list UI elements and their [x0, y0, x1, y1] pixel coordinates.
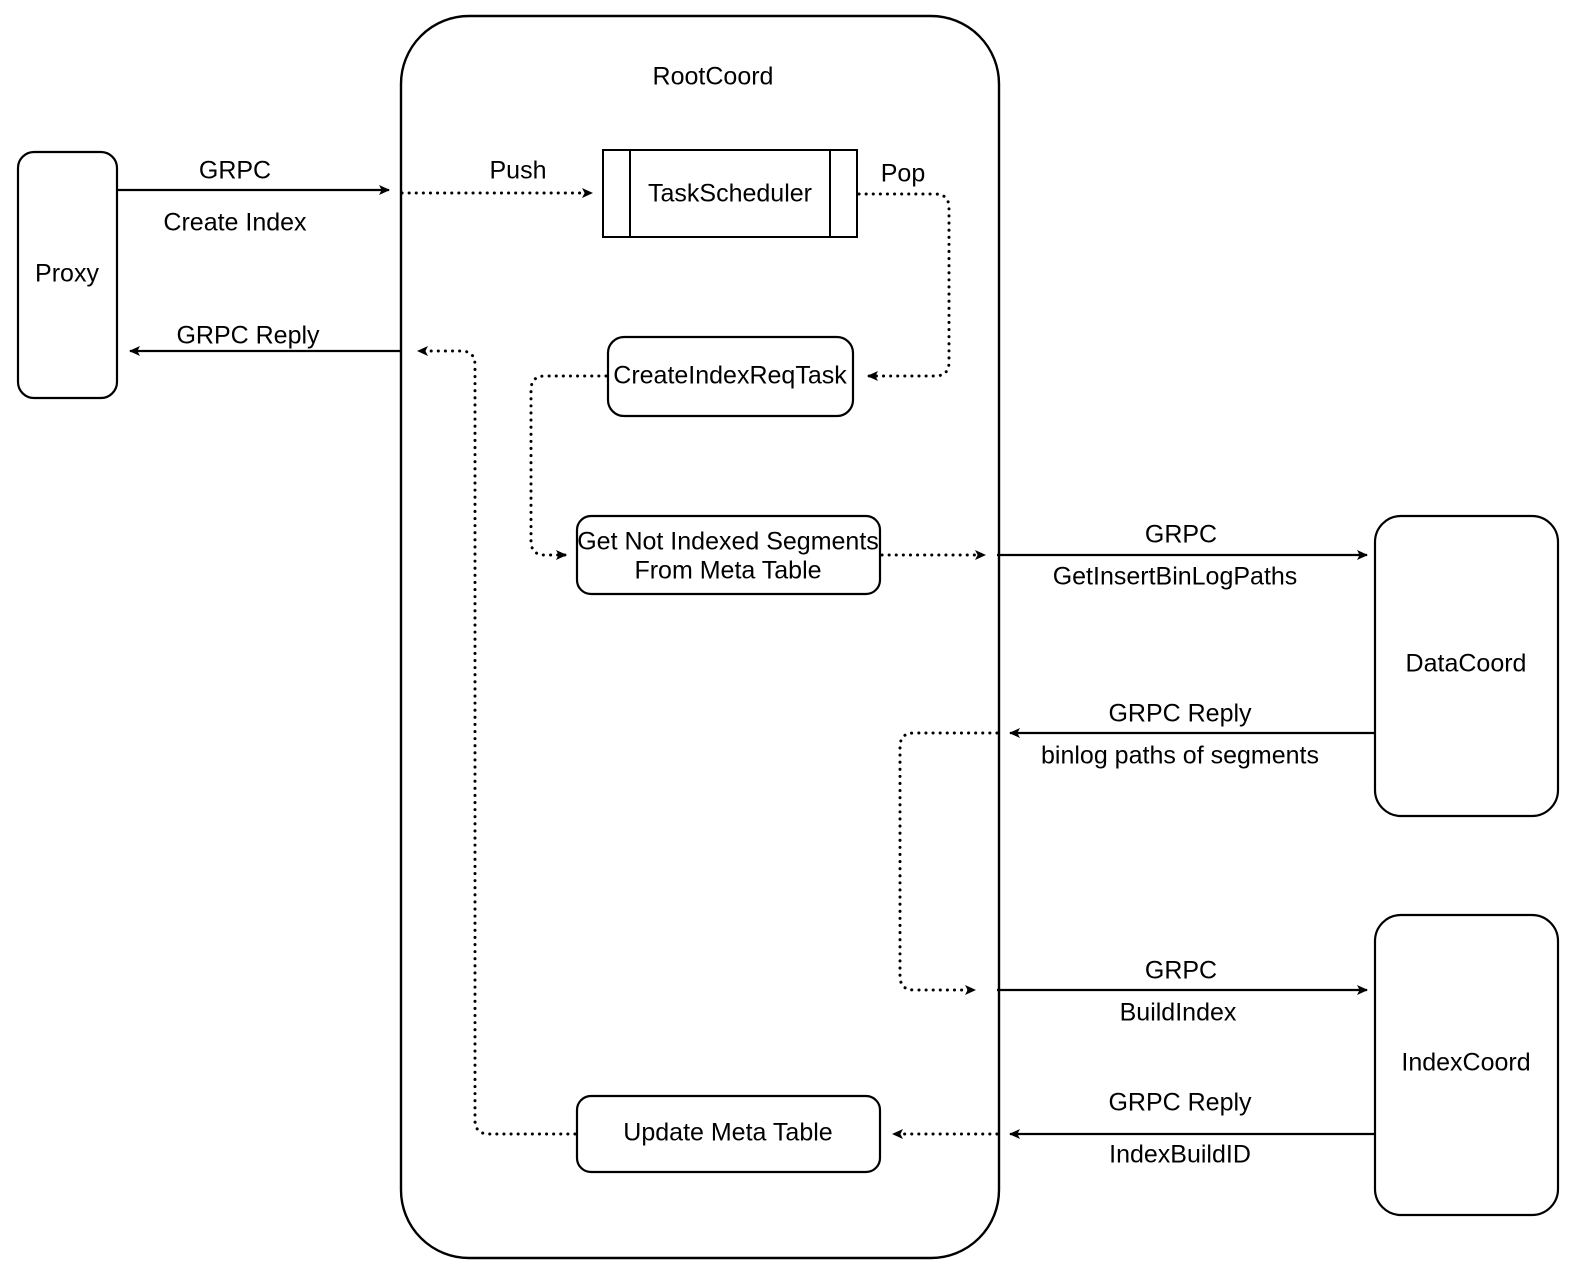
edge-rootcoord-to-datacoord: GRPC GetInsertBinLogPaths [997, 521, 1368, 591]
create-index-req-task-label: CreateIndexReqTask [613, 362, 847, 390]
create-index-req-task-shape [606, 335, 855, 418]
update-meta-table-label: Update Meta Table [623, 1119, 832, 1147]
task-scheduler-label: TaskScheduler [648, 180, 812, 208]
data-coord-label: DataCoord [1406, 650, 1527, 678]
index-coord-label: IndexCoord [1401, 1049, 1530, 1077]
edge-push-to-scheduler: Push [400, 157, 594, 198]
get-not-indexed-segments-label-line1: Get Not Indexed Segments [577, 528, 879, 556]
edge-indexcoord-to-rootcoord: GRPC Reply IndexBuildID [1009, 1089, 1375, 1169]
task-scheduler-shape [602, 149, 858, 238]
rootcoord-label: RootCoord [653, 63, 774, 91]
data-coord-shape [1373, 514, 1560, 818]
edge-indexcoord-to-rootcoord-label-top: GRPC Reply [1108, 1089, 1252, 1117]
edge-binlog-to-buildindex-path [898, 731, 999, 995]
edge-proxy-to-rootcoord-label-bottom: Create Index [163, 209, 307, 237]
edge-proxy-to-rootcoord-label-top: GRPC [199, 157, 271, 185]
edge-datacoord-to-rootcoord-label-top: GRPC Reply [1108, 700, 1252, 728]
get-not-indexed-segments-shape [575, 514, 882, 596]
get-not-indexed-segments-label-line2: From Meta Table [634, 557, 821, 585]
node-data-coord[interactable]: DataCoord [1373, 514, 1560, 818]
edge-rootcoord-to-datacoord-label-bottom: GetInsertBinLogPaths [1053, 563, 1298, 591]
edge-update-meta-to-reply-path [416, 346, 577, 1136]
update-meta-table-shape [575, 1094, 882, 1174]
edge-pop-from-scheduler: Pop [857, 160, 951, 381]
edge-indexcoord-to-rootcoord-label-bottom: IndexBuildID [1109, 1141, 1251, 1169]
edge-rootcoord-to-indexcoord-label-bottom: BuildIndex [1120, 999, 1237, 1027]
edge-proxy-to-rootcoord: GRPC Create Index [117, 157, 390, 237]
node-task-scheduler[interactable]: TaskScheduler [602, 149, 858, 238]
node-update-meta-table[interactable]: Update Meta Table [575, 1094, 882, 1174]
edge-rootcoord-to-indexcoord-label-top: GRPC [1145, 957, 1217, 985]
edge-binlog-to-buildindex [898, 731, 999, 995]
edge-rootcoord-to-proxy-label-top: GRPC Reply [176, 322, 320, 350]
node-proxy[interactable]: Proxy [16, 150, 119, 400]
rootcoord-container-shape [399, 14, 1001, 1260]
node-create-index-req-task[interactable]: CreateIndexReqTask [606, 335, 855, 418]
proxy-label: Proxy [35, 260, 99, 288]
rootcoord-container: RootCoord [399, 14, 1001, 1260]
edge-rootcoord-to-datacoord-label-top: GRPC [1145, 521, 1217, 549]
edge-rootcoord-to-proxy: GRPC Reply [129, 322, 400, 356]
edge-update-meta-to-reply [416, 346, 577, 1136]
node-index-coord[interactable]: IndexCoord [1373, 913, 1560, 1217]
edge-pop-path [857, 192, 951, 381]
edge-datacoord-to-rootcoord-label-bottom: binlog paths of segments [1041, 742, 1319, 770]
edge-rootcoord-to-indexcoord: GRPC BuildIndex [997, 957, 1368, 1027]
node-get-not-indexed-segments[interactable]: Get Not Indexed Segments From Meta Table [575, 514, 882, 596]
edge-datacoord-to-rootcoord: GRPC Reply binlog paths of segments [1009, 700, 1375, 770]
index-coord-shape [1373, 913, 1560, 1217]
edge-pop-label: Pop [881, 160, 925, 188]
proxy-shape [16, 150, 119, 400]
edge-push-label: Push [490, 157, 547, 185]
